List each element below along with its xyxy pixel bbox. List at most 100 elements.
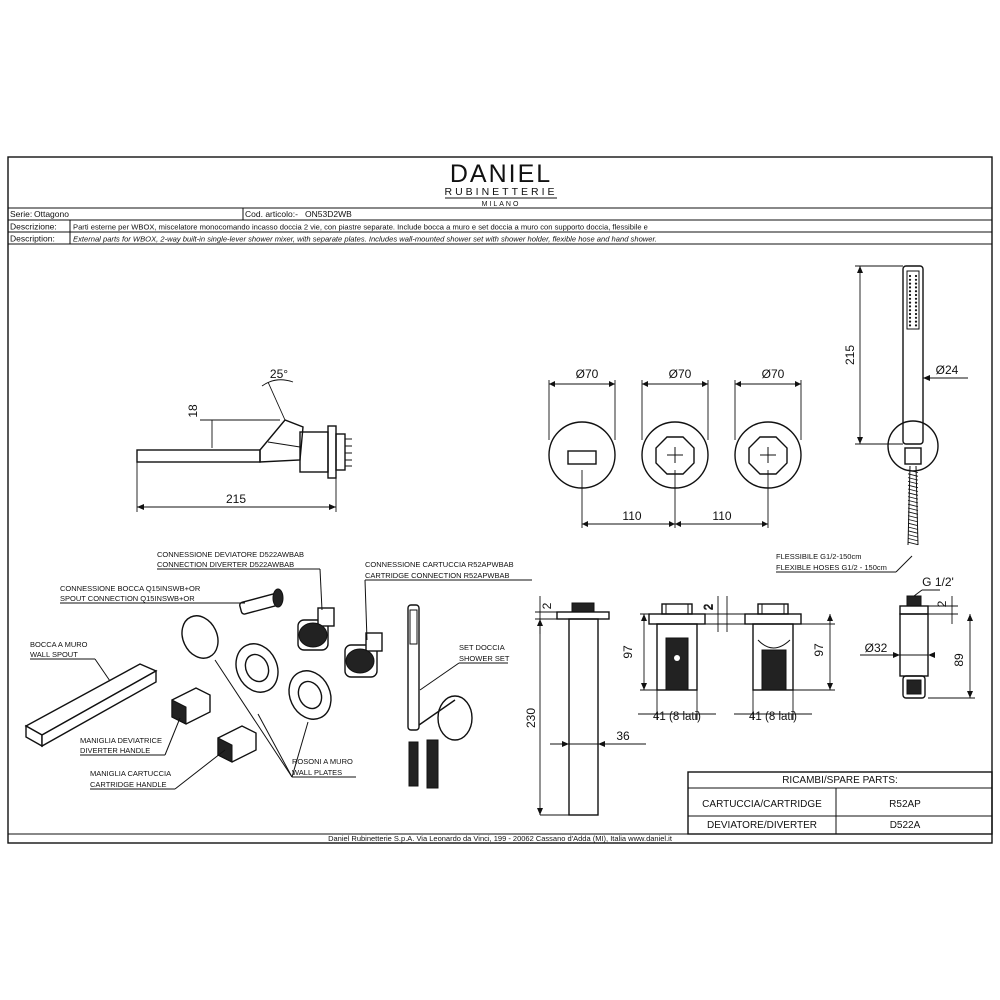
shower-length-dim: 215 <box>843 345 857 365</box>
shower-nozzle-dot <box>908 274 912 278</box>
conn-spout-en: SPOUT CONNECTION Q15INSWB+OR <box>60 594 195 603</box>
spout-plate <box>299 431 329 473</box>
spout-handle <box>259 419 304 463</box>
shower-nozzle-dot <box>914 274 918 278</box>
conn-cartridge-it: CONNESSIONE CARTUCCIA R52APWBAB <box>365 560 514 569</box>
holder-thread-dim: G 1/2' <box>922 575 954 589</box>
spout-section-view: 2 230 36 <box>524 596 646 816</box>
spout-section-top: 2 <box>540 602 554 609</box>
shower-nozzle-dot <box>908 282 912 285</box>
shower-nozzle-dot <box>914 312 918 316</box>
hose-coil-segment <box>907 488 919 492</box>
shower-nozzle-dot <box>908 293 912 297</box>
exploded-assembly <box>24 588 473 789</box>
desc-it-label: Descrizione: <box>10 222 57 232</box>
cartridge-height-dim: 97 <box>621 645 635 659</box>
wall-spout-part <box>24 663 158 736</box>
hose-coil-segment <box>907 477 919 481</box>
cartridge-top-dim: 2 <box>701 603 715 610</box>
hose-note-en: FLEXIBLE HOSES G1/2 - 150cm <box>776 563 887 572</box>
plate-dia-1: Ø70 <box>576 367 599 381</box>
spout-section-body <box>568 618 599 816</box>
shower-nozzle-dot <box>908 290 912 293</box>
diverter-handle-en: DIVERTER HANDLE <box>80 746 150 755</box>
hose-coil-segment <box>907 530 919 534</box>
shower-nozzle-dot <box>908 320 912 323</box>
shower-nozzle-dot <box>908 286 912 289</box>
cartridge-side-view: 2 97 41 (8 lati) <box>621 596 724 723</box>
desc-it: Parti esterne per WBOX, miscelatore mono… <box>73 223 648 232</box>
shower-nozzle-dot <box>908 312 912 316</box>
wall-plate-3 <box>288 670 332 720</box>
spout-angle-dim: 25° <box>270 367 288 381</box>
shower-hose-part <box>426 739 439 789</box>
hose-coil-segment <box>907 522 919 527</box>
brand-name: DANIEL <box>450 160 552 188</box>
shower-nozzle-dot <box>914 282 918 285</box>
plate-spacing-2: 110 <box>712 509 731 523</box>
wall-plate-1 <box>181 615 219 659</box>
sheet-frame <box>7 156 993 844</box>
cod-label: Cod. articolo:- <box>245 209 298 219</box>
desc-en: External parts for WBOX, 2-way built-in … <box>73 235 657 244</box>
wall-spout-en: WALL SPOUT <box>30 650 78 659</box>
holder-dia-dim: Ø32 <box>865 641 888 655</box>
shower-holder-side-view: G 1/2' 2 89 Ø32 <box>860 575 975 699</box>
exploded-labels: CONNESSIONE DEVIATORE D522AWBAB CONNECTI… <box>30 550 532 790</box>
shower-nozzle-dot <box>908 278 912 281</box>
diverter-top-dim: 2 <box>702 603 716 610</box>
shower-nozzle-dot <box>914 278 918 281</box>
hose-coil-segment <box>907 507 919 511</box>
plates-front-view: Ø70 Ø70 Ø70 110 110 <box>548 367 802 528</box>
hand-shower-view: 215 Ø24 FLESSIBILE G1/2-150cm FLEXIBLE H… <box>776 265 968 573</box>
conn-cartridge-en: CARTRIDGE CONNECTION R52APWBAB <box>365 571 509 580</box>
conn-spout-it: CONNESSIONE BOCCA Q15INSWB+OR <box>60 584 201 593</box>
spare-parts-table: RICAMBI/SPARE PARTS: CARTUCCIA/CARTRIDGE… <box>687 771 993 835</box>
shower-set-it: SET DOCCIA <box>459 643 505 652</box>
plate-dia-2: Ø70 <box>669 367 692 381</box>
diverter-handle-it: MANIGLIA DEVIATRICE <box>80 736 162 745</box>
shower-nozzle-dot <box>908 309 912 312</box>
hose-note-it: FLESSIBILE G1/2-150cm <box>776 552 861 561</box>
shower-nozzle-dot <box>914 301 918 304</box>
diverter-side-view: 2 97 41 (8 lati) <box>702 596 835 723</box>
header-fields: Serie: Ottagono Cod. articolo:- ON53D2WB… <box>10 209 657 244</box>
spare-row-1-code: R52AP <box>889 799 921 810</box>
hose-coil-segment <box>907 492 919 496</box>
wall-plates-it: ROSONI A MURO <box>292 757 353 766</box>
spare-row-2-name: DEVIATORE/DIVERTER <box>707 820 817 831</box>
conn-diverter-en: CONNECTION DIVERTER D522AWBAB <box>157 560 294 569</box>
hose-coil-segment <box>907 469 919 473</box>
hose-coil-segment <box>907 473 919 477</box>
hose-coil-segment <box>907 541 919 546</box>
hose-coil-segment <box>907 484 919 489</box>
spout-body <box>136 449 261 463</box>
cartridge-handle-en: CARTRIDGE HANDLE <box>90 780 167 789</box>
shower-nozzle-dot <box>914 324 918 327</box>
shower-nozzle-dot <box>914 305 918 308</box>
holder-body <box>899 613 929 677</box>
brand-logo: DANIEL RUBINETTERIE MILANO <box>444 160 557 208</box>
shower-set-en: SHOWER SET <box>459 654 510 663</box>
shower-nozzle-dot <box>908 297 912 300</box>
shower-dia-dim: Ø24 <box>936 363 959 377</box>
holder-top-dim: 2 <box>935 600 949 607</box>
shower-nozzle-dot <box>914 286 918 289</box>
shower-nozzle-dot <box>914 309 918 312</box>
hose-coil-segment <box>907 496 919 500</box>
hose-coil-segment <box>907 515 919 519</box>
spout-section-depth: 36 <box>616 729 630 743</box>
spare-row-1-name: CARTUCCIA/CARTRIDGE <box>702 799 822 810</box>
hose-coil-segment <box>907 538 919 542</box>
brand-sub: RUBINETTERIE <box>444 186 557 198</box>
hose-coil-segment <box>907 519 919 523</box>
serie-value: Ottagono <box>34 209 69 219</box>
hose-coil-segment <box>907 500 919 504</box>
desc-en-label: Description: <box>10 234 55 244</box>
conn-diverter-it: CONNESSIONE DEVIATORE D522AWBAB <box>157 550 304 559</box>
diverter-width-dim: 41 (8 lati) <box>749 711 797 723</box>
shower-nozzle-dot <box>908 324 912 327</box>
spout-height-dim: 18 <box>186 404 200 418</box>
footer-address: Daniel Rubinetterie S.p.A. Via Leonardo … <box>328 834 673 843</box>
